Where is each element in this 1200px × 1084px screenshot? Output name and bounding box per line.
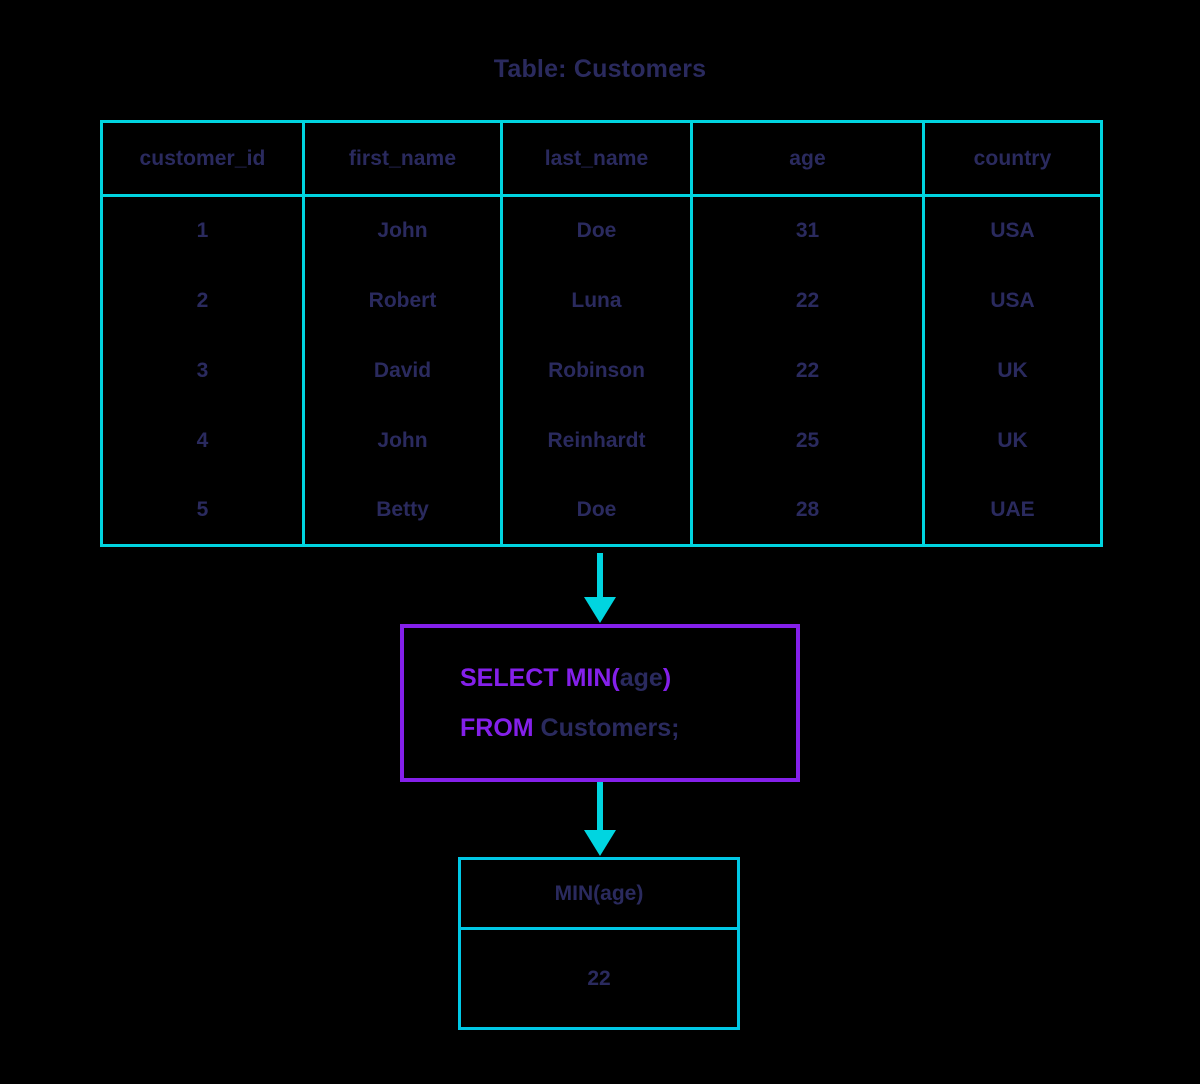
- result-header-row: MIN(age): [458, 857, 740, 930]
- cell-customer-id: 3: [100, 335, 305, 406]
- customers-table: customer_id first_name last_name age cou…: [100, 120, 1103, 547]
- cell-country: UK: [922, 405, 1103, 476]
- column-header-customer-id: customer_id: [100, 120, 305, 197]
- cell-age: 28: [690, 475, 925, 547]
- column-header-first-name: first_name: [302, 120, 503, 197]
- sql-paren-close: ): [662, 664, 672, 692]
- cell-first-name: Robert: [302, 265, 503, 336]
- cell-last-name: Doe: [500, 195, 693, 266]
- cell-last-name: Luna: [500, 265, 693, 336]
- table-header-row: customer_id first_name last_name age cou…: [100, 120, 1103, 197]
- cell-country: UK: [922, 335, 1103, 406]
- result-table: MIN(age) 22: [458, 857, 740, 1030]
- cell-customer-id: 4: [100, 405, 305, 476]
- arrow-down-icon: [0, 782, 1200, 858]
- column-header-last-name: last_name: [500, 120, 693, 197]
- result-row: 22: [458, 927, 740, 1030]
- sql-identifier-customers: Customers;: [533, 714, 680, 742]
- sql-keyword-from: FROM: [460, 714, 534, 742]
- cell-customer-id: 1: [100, 195, 305, 266]
- column-header-age: age: [690, 120, 925, 197]
- sql-query-line-1: SELECT MIN(age): [460, 653, 796, 703]
- result-cell-min-age: 22: [458, 927, 740, 1030]
- sql-query-box: SELECT MIN(age) FROM Customers;: [400, 624, 800, 782]
- cell-age: 22: [690, 265, 925, 336]
- cell-country: USA: [922, 265, 1103, 336]
- cell-age: 25: [690, 405, 925, 476]
- arrow-down-icon: [0, 553, 1200, 625]
- sql-query-line-2: FROM Customers;: [460, 703, 796, 753]
- cell-first-name: David: [302, 335, 503, 406]
- cell-age: 22: [690, 335, 925, 406]
- cell-country: UAE: [922, 475, 1103, 547]
- table-row: 3 David Robinson 22 UK: [100, 335, 1103, 406]
- cell-customer-id: 5: [100, 475, 305, 547]
- column-header-country: country: [922, 120, 1103, 197]
- page-title: Table: Customers: [493, 55, 707, 83]
- cell-last-name: Robinson: [500, 335, 693, 406]
- cell-first-name: John: [302, 405, 503, 476]
- cell-country: USA: [922, 195, 1103, 266]
- result-column-header-min-age: MIN(age): [458, 857, 740, 930]
- cell-first-name: Betty: [302, 475, 503, 547]
- table-row: 2 Robert Luna 22 USA: [100, 265, 1103, 336]
- sql-identifier-age: age: [619, 664, 663, 692]
- table-row: 4 John Reinhardt 25 UK: [100, 405, 1103, 476]
- table-row: 5 Betty Doe 28 UAE: [100, 475, 1103, 547]
- table-row: 1 John Doe 31 USA: [100, 195, 1103, 266]
- cell-age: 31: [690, 195, 925, 266]
- cell-customer-id: 2: [100, 265, 305, 336]
- cell-last-name: Reinhardt: [500, 405, 693, 476]
- cell-first-name: John: [302, 195, 503, 266]
- cell-last-name: Doe: [500, 475, 693, 547]
- sql-keyword-select-min: SELECT MIN(: [460, 664, 620, 692]
